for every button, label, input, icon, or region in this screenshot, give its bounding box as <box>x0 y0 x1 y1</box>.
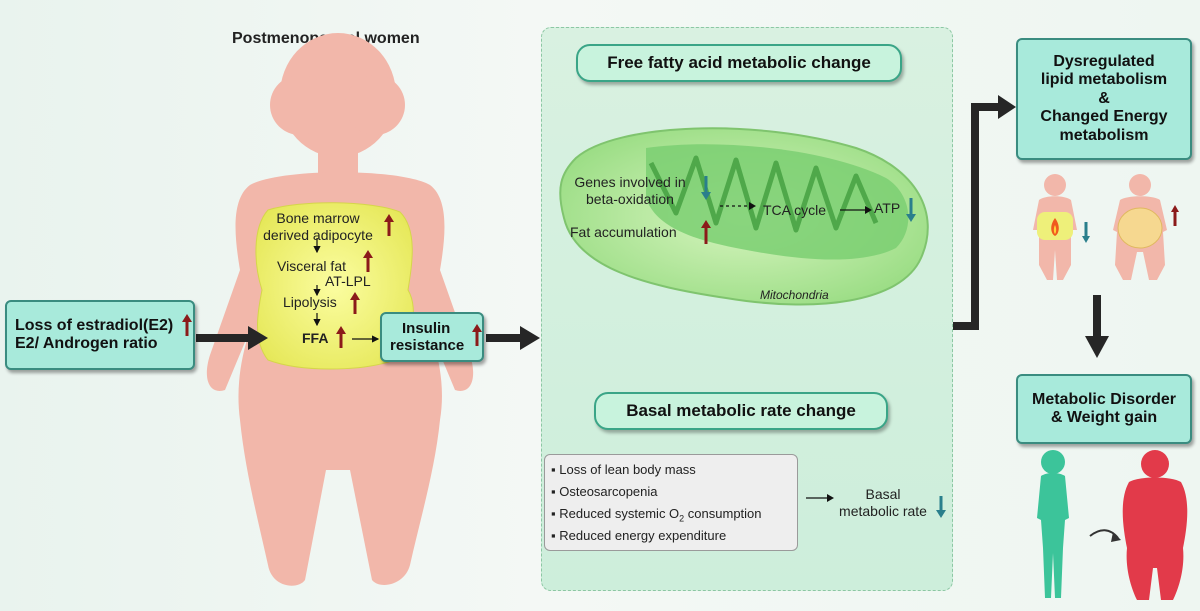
bmr-line1: Basal <box>865 486 901 502</box>
arrow-down-icon <box>1082 236 1090 243</box>
flow-arrow <box>840 206 872 214</box>
arrow-up-icon <box>363 250 373 272</box>
arrow-up-icon <box>701 220 711 244</box>
slim-figure <box>1037 450 1069 598</box>
weight-gain-figures <box>1037 450 1188 600</box>
md-line1: Metabolic Disorder <box>1031 390 1177 408</box>
list-item: ▪ Reduced energy expenditure <box>551 528 727 543</box>
arrow-up-icon <box>182 314 192 336</box>
md-line2: & Weight gain <box>1050 409 1158 426</box>
mitochondria-label: Mitochondria <box>760 288 829 302</box>
arrow-up-icon <box>384 214 394 236</box>
big-arrow-panel-to-dysregulated <box>951 95 1016 330</box>
list-item: ▪ Loss of lean body mass <box>551 462 696 477</box>
dys-line2: lipid metabolism <box>1040 71 1168 89</box>
ffa-change-title: Free fatty acid metabolic change <box>576 44 902 82</box>
bmr-factors-list: ▪ Loss of lean body mass ▪ Osteosarcopen… <box>544 454 798 551</box>
list-item-text: Loss of lean body mass <box>559 462 696 477</box>
bone-marrow-line1: Bone marrow <box>276 210 360 226</box>
arrow-up-icon <box>472 324 482 346</box>
insulin-line1: Insulin <box>402 319 451 337</box>
dys-line1: Dysregulated <box>1053 53 1155 71</box>
big-arrow-down-to-metabolic-disorder <box>1085 295 1109 358</box>
insulin-resistance-box: Insulin resistance <box>380 312 484 362</box>
genes-line1: Genes involved in <box>574 174 686 190</box>
flow-arrow <box>806 494 834 502</box>
arrow-up-icon <box>350 292 360 314</box>
estradiol-loss-line1: Loss of estradiol(E2) <box>15 316 174 334</box>
bone-marrow-line2: derived adipocyte <box>263 226 373 243</box>
bmr-change-title: Basal metabolic rate change <box>594 392 888 430</box>
genes-line2: beta-oxidation <box>586 190 674 207</box>
list-item: ▪ Reduced systemic O2 consumption <box>551 506 762 524</box>
basal-metabolic-rate-label: Basal metabolic rate <box>830 486 936 520</box>
ffa-label: FFA <box>302 330 329 346</box>
metabolic-disorder-box: Metabolic Disorder & Weight gain <box>1016 374 1192 444</box>
estradiol-loss-box: Loss of estradiol(E2) E2/ Androgen ratio <box>5 300 195 370</box>
arrow-down-icon <box>906 198 916 222</box>
bmr-line2: metabolic rate <box>839 502 927 519</box>
arrow-down-icon <box>936 496 946 518</box>
big-arrow-cause-to-body <box>196 326 268 350</box>
tca-cycle-label: TCA cycle <box>763 202 827 218</box>
atp-label: ATP <box>874 200 901 216</box>
insulin-line2: resistance <box>390 337 465 354</box>
lipolysis-label: Lipolysis <box>283 294 337 310</box>
list-item-text: Osteosarcopenia <box>559 484 658 499</box>
mitochondria-graphic <box>559 127 929 306</box>
arrow-up-icon <box>336 326 346 348</box>
dysregulated-metabolism-box: Dysregulated lipid metabolism & Changed … <box>1016 38 1192 160</box>
estradiol-loss-line2: E2/ Androgen ratio <box>15 335 158 352</box>
list-item-text: Reduced systemic O <box>559 506 680 521</box>
genes-beta-oxidation-label: Genes involved in beta-oxidation <box>560 174 700 208</box>
fat-comparison-figures <box>1033 174 1179 280</box>
fat-accumulation-label: Fat accumulation <box>570 224 677 240</box>
belly-fat-large <box>1117 207 1163 249</box>
dys-line5: metabolism <box>1059 126 1149 144</box>
dashed-arrow <box>720 202 756 210</box>
list-item-text-tail: consumption <box>684 506 762 521</box>
big-arrow-insulin-to-panel <box>486 326 540 350</box>
visceral-fat-label: Visceral fat <box>277 258 346 274</box>
obese-figure <box>1122 450 1188 600</box>
bone-marrow-label: Bone marrow derived adipocyte <box>256 210 380 244</box>
list-item-text: Reduced energy expenditure <box>559 528 727 543</box>
list-item: ▪ Osteosarcopenia <box>551 484 658 499</box>
dys-line3: & <box>1098 89 1110 107</box>
o2-subscript: 2 <box>679 513 685 524</box>
at-lpl-label: AT-LPL <box>325 273 371 289</box>
arrow-up-icon <box>1171 205 1179 212</box>
arrow-down-icon <box>701 176 711 200</box>
dys-line4: Changed Energy <box>1040 108 1168 126</box>
